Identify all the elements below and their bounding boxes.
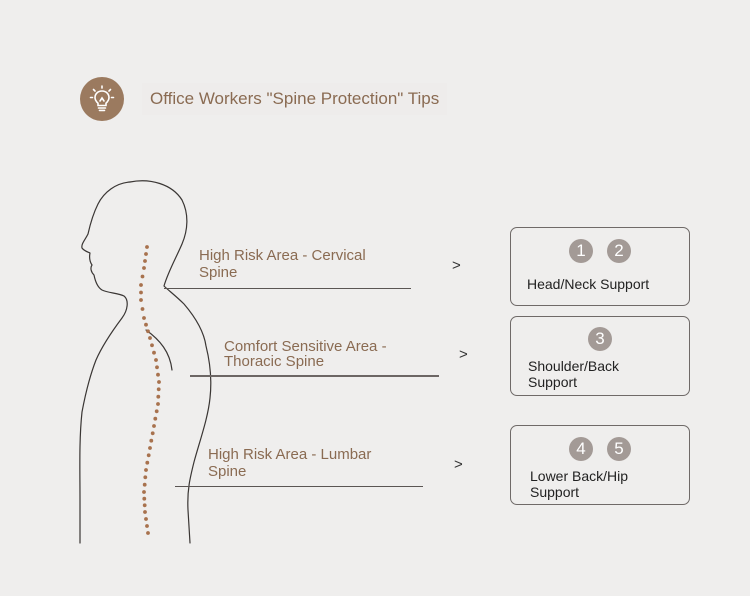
spine-dot bbox=[149, 438, 154, 443]
spine-dot bbox=[143, 259, 147, 263]
spine-dot bbox=[144, 517, 148, 521]
spine-dot bbox=[139, 298, 143, 302]
spine-dot bbox=[156, 402, 160, 406]
spine-dot bbox=[139, 283, 143, 287]
spine-dot bbox=[150, 343, 154, 348]
spine-dots bbox=[139, 245, 161, 535]
spine-dot bbox=[148, 446, 152, 450]
page-title: Office Workers "Spine Protection" Tips bbox=[142, 83, 448, 115]
spine-dot bbox=[150, 431, 155, 436]
spine-dot bbox=[146, 329, 150, 334]
area-label-thoracic: Comfort Sensitive Area -Thoracic Spine bbox=[224, 338, 387, 370]
leader-line-thoracic bbox=[190, 375, 439, 377]
badge-number-4: 4 bbox=[569, 437, 593, 461]
spine-dot bbox=[146, 453, 151, 458]
leader-line-lumbar bbox=[175, 486, 423, 487]
card-label-head-neck: Head/Neck Support bbox=[527, 276, 650, 292]
spine-dot bbox=[142, 496, 147, 501]
badge-number-1: 1 bbox=[569, 239, 593, 263]
spine-dot bbox=[154, 409, 159, 414]
spine-dot bbox=[152, 424, 156, 428]
arrow-cervical: > bbox=[452, 257, 461, 274]
spine-dot bbox=[145, 245, 149, 249]
spine-dot bbox=[142, 316, 146, 320]
arrow-thoracic: > bbox=[459, 346, 468, 363]
spine-dot bbox=[148, 336, 152, 340]
spine-dot bbox=[146, 531, 150, 535]
spine-dot bbox=[144, 252, 148, 256]
spine-dot bbox=[143, 475, 148, 480]
spine-dot bbox=[142, 503, 147, 508]
spine-dot bbox=[156, 372, 160, 377]
spine-dot bbox=[155, 365, 159, 370]
spine-dot bbox=[142, 490, 146, 494]
spine-dot bbox=[156, 394, 161, 399]
arrow-lumbar: > bbox=[454, 456, 463, 473]
spine-dot bbox=[154, 358, 158, 362]
badge-number-2: 2 bbox=[607, 239, 631, 263]
lightbulb-icon bbox=[80, 77, 124, 121]
card-head-neck-support: 1 2 Head/Neck Support bbox=[510, 227, 690, 306]
spine-dot bbox=[156, 387, 161, 392]
spine-dot bbox=[143, 510, 147, 514]
spine-dot bbox=[145, 460, 150, 465]
spine-dot bbox=[144, 468, 148, 472]
badge-number-3: 3 bbox=[588, 327, 612, 351]
spine-dot bbox=[142, 266, 146, 270]
spine-dot bbox=[140, 307, 145, 311]
spine-dot bbox=[144, 322, 148, 327]
spine-dot bbox=[153, 416, 158, 421]
spine-dot bbox=[139, 290, 143, 295]
spine-dot bbox=[152, 350, 156, 355]
badge-number-5: 5 bbox=[607, 437, 631, 461]
spine-dot bbox=[145, 524, 149, 528]
spine-dot bbox=[142, 482, 147, 487]
spine-dot bbox=[140, 274, 145, 279]
spine-dot bbox=[157, 380, 161, 384]
leader-line-cervical bbox=[164, 288, 411, 289]
